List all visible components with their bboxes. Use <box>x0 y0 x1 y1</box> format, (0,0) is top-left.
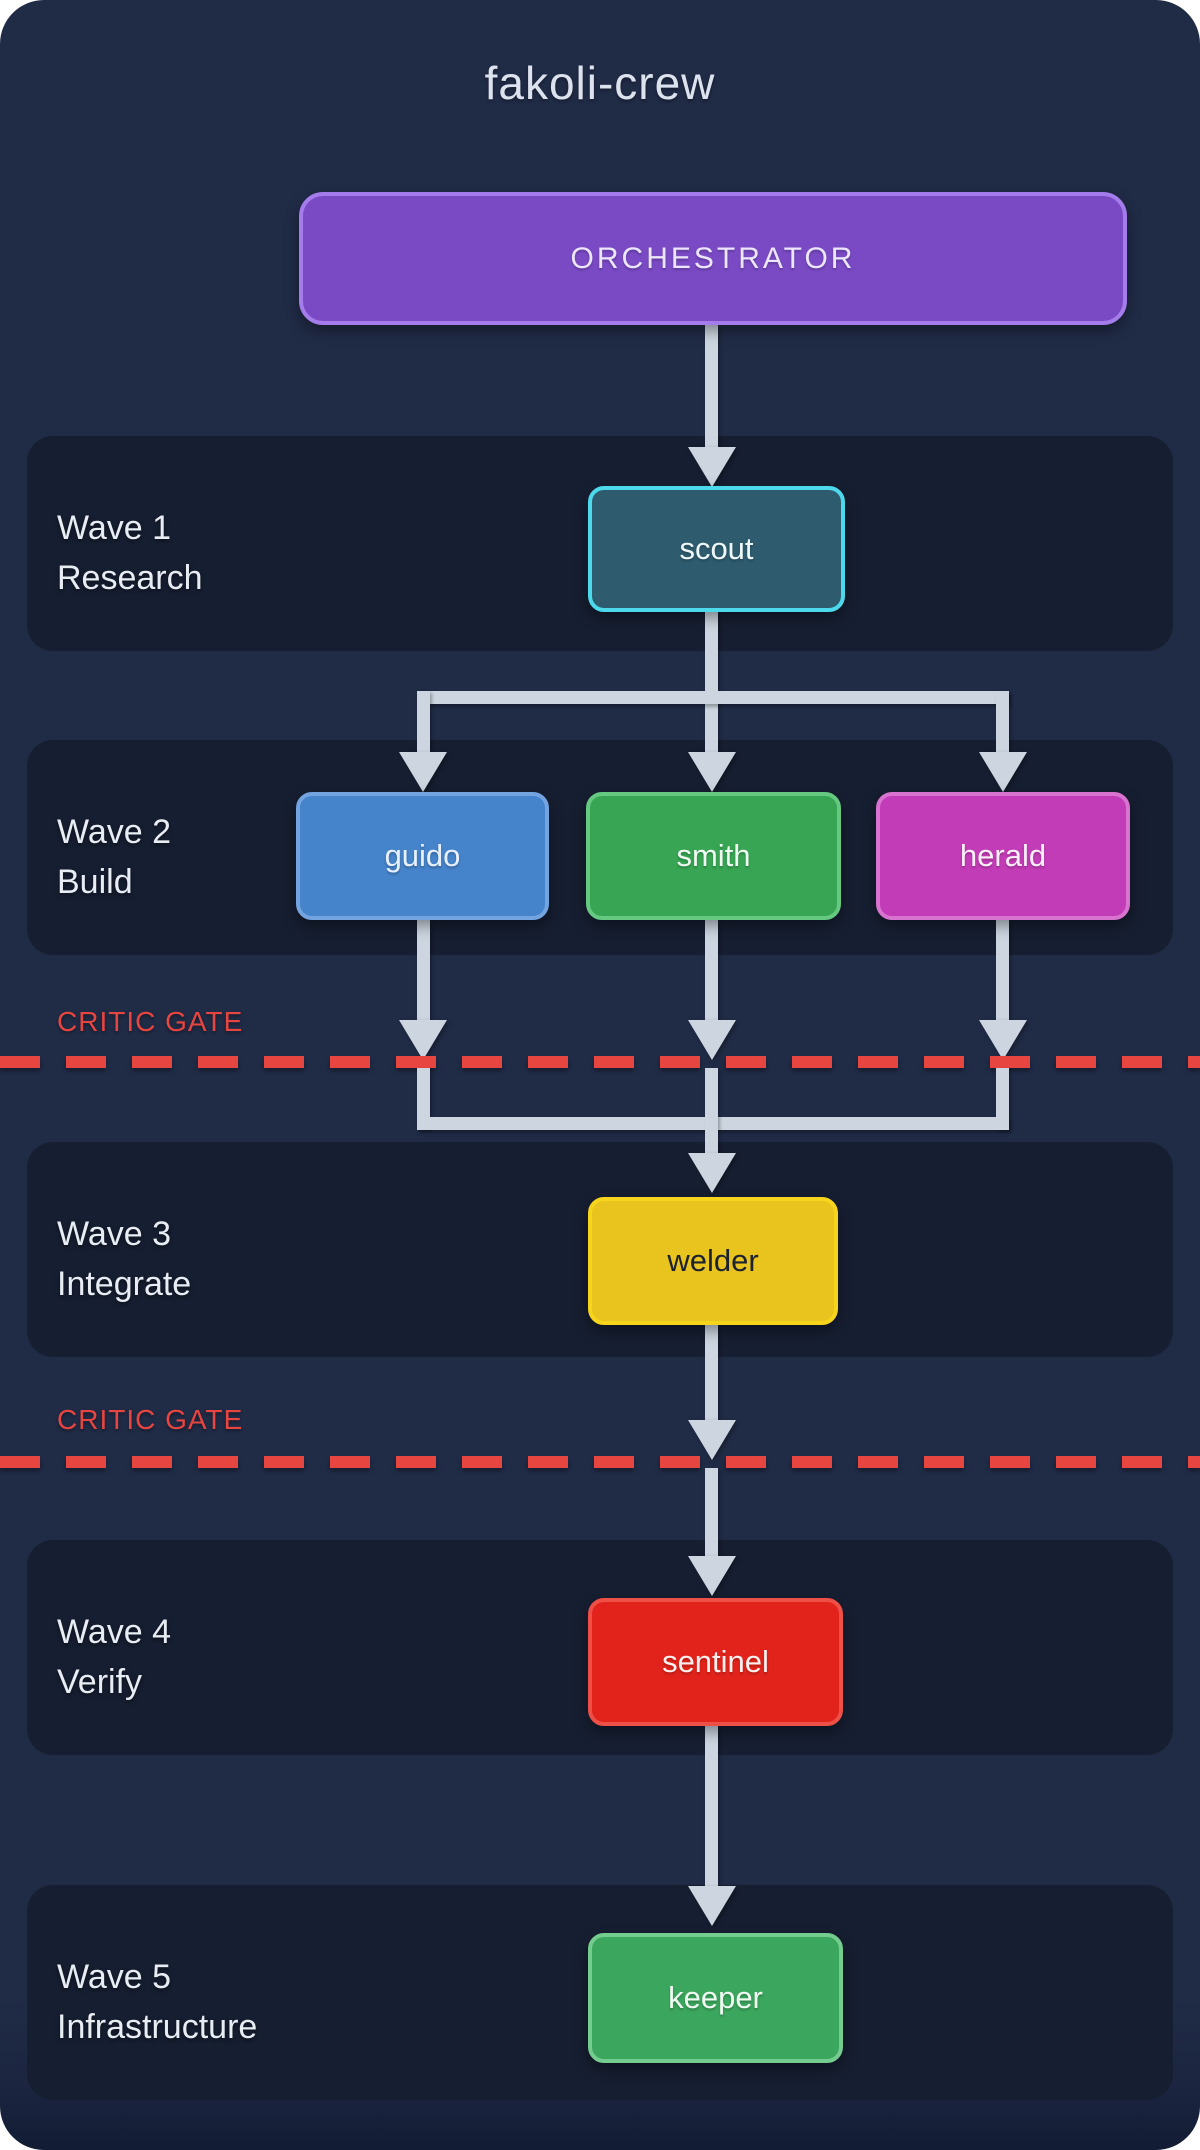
critic-gate-1-label: CRITIC GATE <box>57 1006 244 1037</box>
edge-welder-gate2-arrowhead <box>688 1420 736 1460</box>
agent-label-herald: herald <box>959 838 1047 873</box>
agent-node-smith: smith <box>586 792 841 920</box>
agent-node-guido: guido <box>296 792 549 920</box>
critic-gate-2-line <box>0 1456 1200 1468</box>
edge-sentinel-keeper-arrowhead <box>688 1886 736 1926</box>
critic-gate-1-line <box>0 1056 1200 1068</box>
edge-guido-gate1-arrowhead <box>399 1020 447 1060</box>
edge-smith-gate1-arrowhead <box>688 1020 736 1060</box>
wave-3-name: Wave 3 <box>57 1215 172 1253</box>
critic-gate-2-label: CRITIC GATE <box>57 1404 244 1435</box>
wave-3-label: Wave 3 Integrate <box>57 1209 191 1309</box>
edge-orchestrator-scout-shaft <box>705 325 718 450</box>
wave-4-phase: Verify <box>57 1663 143 1701</box>
edge-scout-fanout-center-shaft <box>705 612 718 754</box>
wave-2-name: Wave 2 <box>57 813 172 851</box>
wave-2-label: Wave 2 Build <box>57 807 171 907</box>
edge-scout-guido-arrowhead <box>399 752 447 792</box>
orchestrator-node: ORCHESTRATOR <box>299 192 1127 325</box>
edge-scout-herald-shaft <box>996 691 1009 754</box>
edge-gate1-merge-right-shaft <box>996 1068 1009 1130</box>
agent-node-keeper: keeper <box>588 1933 843 2063</box>
edge-gate1-merge-left-shaft <box>417 1068 430 1130</box>
wave-1-phase: Research <box>57 559 203 597</box>
edge-smith-gate1-shaft <box>705 920 718 1022</box>
edge-guido-gate1-shaft <box>417 920 430 1022</box>
edge-gate1-welder-shaft <box>705 1068 718 1155</box>
edge-scout-herald-arrowhead <box>979 752 1027 792</box>
edge-gate2-sentinel-arrowhead <box>688 1556 736 1596</box>
diagram-title: fakoli-crew <box>484 57 716 109</box>
wave-5-label: Wave 5 Infrastructure <box>57 1952 257 2052</box>
edge-scout-guido-shaft <box>417 691 430 754</box>
edge-sentinel-keeper-shaft <box>705 1726 718 1888</box>
edge-gate2-sentinel-shaft <box>705 1468 718 1558</box>
wave-4-label: Wave 4 Verify <box>57 1607 171 1707</box>
wave-1-name: Wave 1 <box>57 509 172 547</box>
wave-2-phase: Build <box>57 863 133 901</box>
edge-orchestrator-scout-arrowhead <box>688 447 736 487</box>
edge-scout-fanout-bar <box>417 691 1009 704</box>
agent-label-sentinel: sentinel <box>662 1644 769 1679</box>
agent-node-herald: herald <box>876 792 1130 920</box>
edge-scout-smith-arrowhead <box>688 752 736 792</box>
wave-5-phase: Infrastructure <box>57 2008 258 2046</box>
agent-label-scout: scout <box>679 531 754 566</box>
edge-herald-gate1-arrowhead <box>979 1020 1027 1060</box>
agent-node-welder: welder <box>588 1197 838 1325</box>
agent-label-keeper: keeper <box>668 1980 763 2015</box>
agent-label-guido: guido <box>384 838 461 873</box>
agent-node-scout: scout <box>588 486 845 612</box>
agent-label-welder: welder <box>667 1243 759 1278</box>
orchestrator-label: ORCHESTRATOR <box>570 241 856 275</box>
agent-node-sentinel: sentinel <box>588 1598 843 1726</box>
edge-welder-gate2-shaft <box>705 1325 718 1422</box>
edge-herald-gate1-shaft <box>996 920 1009 1022</box>
edge-gate1-welder-arrowhead <box>688 1153 736 1193</box>
wave-1-label: Wave 1 Research <box>57 503 203 603</box>
wave-5-name: Wave 5 <box>57 1958 172 1996</box>
agent-label-smith: smith <box>676 838 751 873</box>
wave-4-name: Wave 4 <box>57 1613 172 1651</box>
wave-3-phase: Integrate <box>57 1265 192 1303</box>
